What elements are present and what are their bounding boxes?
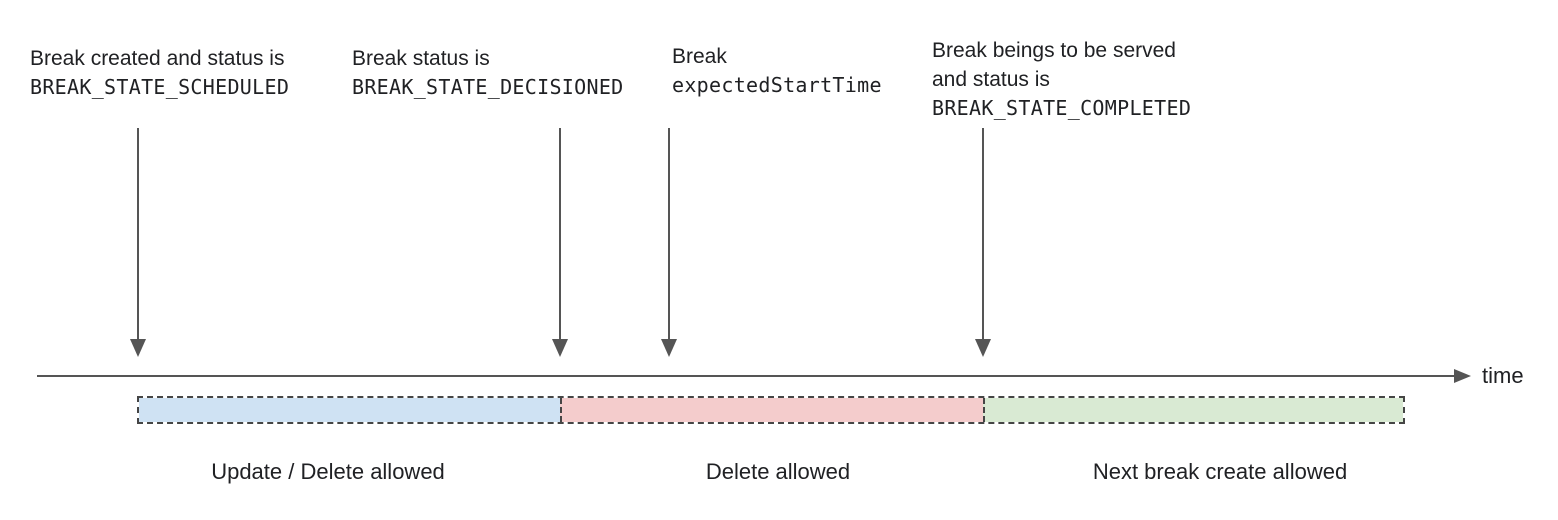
annotation-code-text: BREAK_STATE_DECISIONED	[352, 75, 624, 99]
segment-next-break-create-allowed	[983, 398, 1403, 422]
time-axis-label: time	[1482, 363, 1524, 388]
annotation-code-text: BREAK_STATE_COMPLETED	[932, 96, 1192, 120]
annotation-text: and status is	[932, 68, 1050, 91]
arrow-head	[552, 339, 568, 357]
annotation-break-decisioned: Break status is BREAK_STATE_DECISIONED	[352, 44, 624, 102]
arrow-stem	[982, 128, 984, 341]
annotation-text: Break created and status is	[30, 47, 285, 70]
time-axis-line	[37, 375, 1456, 377]
down-arrow-icon	[130, 128, 146, 357]
arrow-head	[975, 339, 991, 357]
down-arrow-icon	[975, 128, 991, 357]
down-arrow-icon	[661, 128, 677, 357]
annotation-text: Break status is	[352, 47, 490, 70]
segment-bar	[137, 396, 1405, 424]
arrow-stem	[668, 128, 670, 341]
down-arrow-icon	[552, 128, 568, 357]
segment-label: Next break create allowed	[1092, 459, 1348, 484]
arrow-stem	[559, 128, 561, 341]
annotation-expected-start-time: Break expectedStartTime	[672, 42, 882, 100]
annotation-text: Break	[672, 45, 727, 68]
annotation-break-scheduled: Break created and status is BREAK_STATE_…	[30, 44, 289, 102]
segment-update-delete-allowed	[139, 398, 560, 422]
segment-label: Delete allowed	[705, 459, 851, 484]
segment-delete-allowed	[560, 398, 983, 422]
annotation-text: Break beings to be served	[932, 39, 1176, 62]
segment-label: Update / Delete allowed	[211, 459, 445, 484]
annotation-break-completed: Break beings to be served and status is …	[932, 36, 1191, 123]
arrow-stem	[137, 128, 139, 341]
right-arrow-icon	[1454, 369, 1471, 383]
arrow-head	[130, 339, 146, 357]
arrow-head	[661, 339, 677, 357]
annotation-code-text: expectedStartTime	[672, 73, 882, 97]
annotation-code-text: BREAK_STATE_SCHEDULED	[30, 75, 290, 99]
